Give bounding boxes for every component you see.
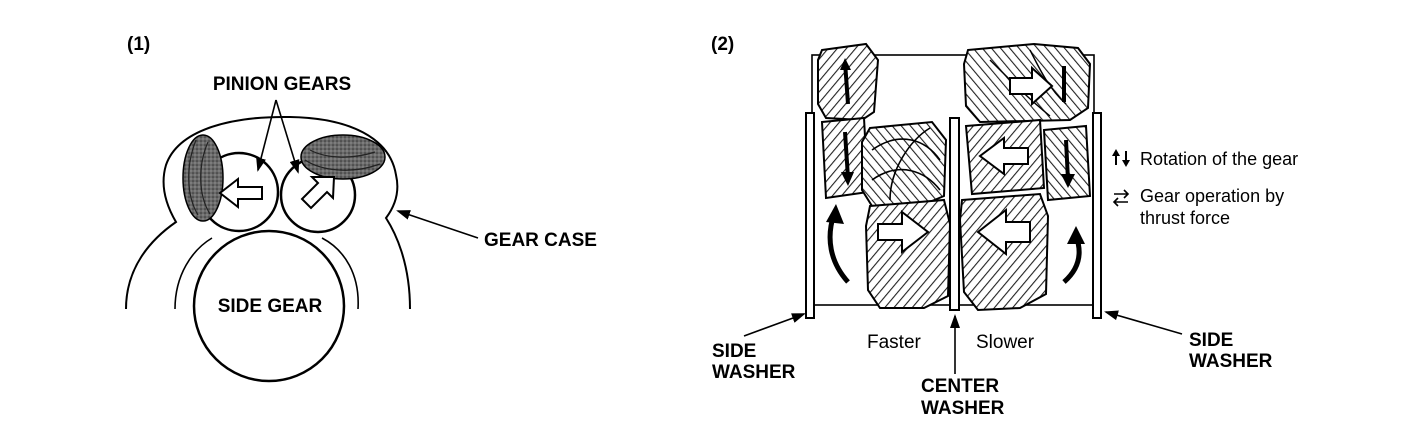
side-washer-right-label-line1: SIDE	[1189, 330, 1233, 351]
side-washer-right-label-line2: WASHER	[1189, 351, 1273, 372]
gear-case-label: GEAR CASE	[484, 230, 597, 251]
rotation-arrow-left-head	[826, 204, 844, 224]
center-washer-label-line1: CENTER	[921, 376, 999, 397]
rotation-arrow-left-icon	[830, 214, 848, 282]
side-washer-left-leader	[744, 314, 804, 336]
thrust-arrows-icon	[1114, 190, 1128, 206]
right-lower-gear	[960, 194, 1048, 310]
left-lower-gear	[866, 200, 950, 308]
panel-2-number: (2)	[711, 34, 734, 55]
pinion-leader-right	[276, 100, 298, 172]
legend-thrust-text-line1: Gear operation by	[1140, 186, 1284, 206]
faster-label: Faster	[867, 332, 922, 353]
left-cross-gear	[862, 122, 946, 206]
right-upper-gear	[964, 44, 1090, 122]
right-middle-gear	[966, 120, 1090, 200]
side-washer-left	[806, 113, 814, 318]
side-washer-left-label-line1: SIDE	[712, 341, 756, 362]
side-gear-label: SIDE GEAR	[218, 296, 323, 317]
panel-2: (2)	[711, 34, 1298, 419]
pinion-gears-label: PINION GEARS	[213, 74, 351, 95]
center-washer-label-line2: WASHER	[921, 398, 1005, 419]
side-washer-right-leader	[1106, 312, 1182, 334]
panel-1: (1) SIDE GEAR PINION GEARS GEAR CASE	[126, 34, 597, 381]
panel-1-number: (1)	[127, 34, 150, 55]
left-upper-gear	[818, 44, 878, 120]
rotation-arrow-right-head	[1067, 226, 1085, 244]
side-washer-left-label-line2: WASHER	[712, 362, 796, 383]
legend: Rotation of the gear Gear operation by t…	[1112, 149, 1298, 228]
pinion-leader-left	[258, 100, 276, 170]
legend-rotation-text: Rotation of the gear	[1140, 149, 1298, 169]
side-washer-right	[1093, 113, 1101, 318]
center-washer	[950, 118, 959, 310]
legend-thrust-text-line2: thrust force	[1140, 208, 1230, 228]
rotation-arrows-icon	[1112, 149, 1130, 167]
slower-label: Slower	[976, 332, 1035, 353]
gear-case-leader	[398, 211, 478, 238]
